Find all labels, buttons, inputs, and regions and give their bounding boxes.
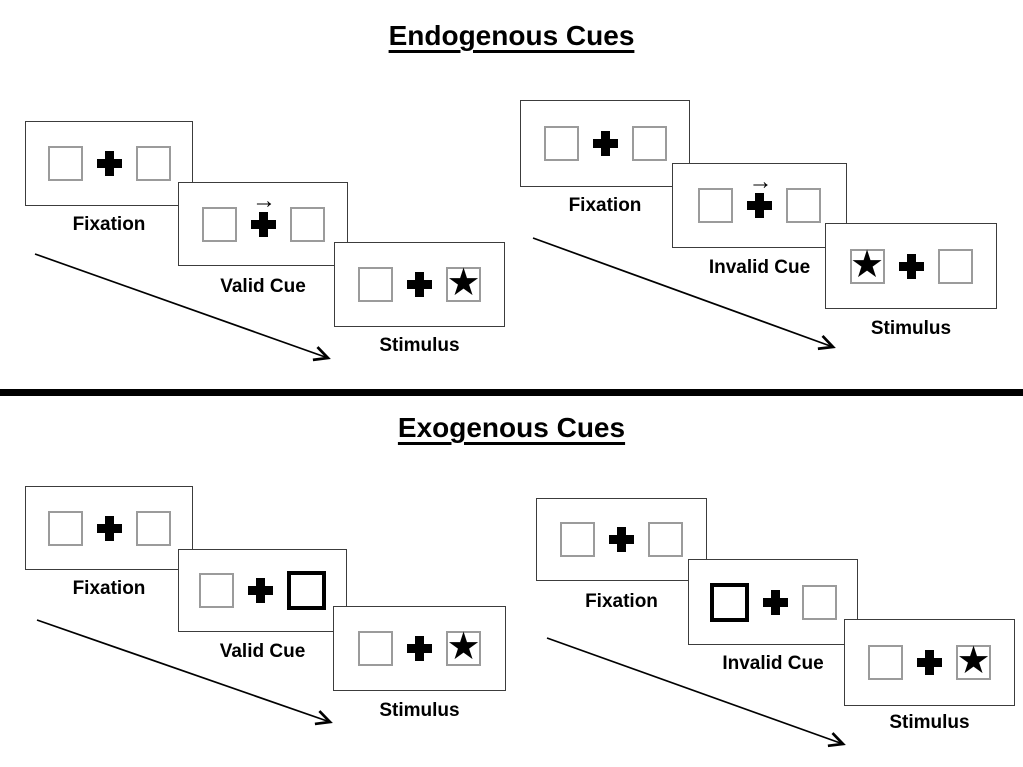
stimulus-panel: ★ (333, 606, 506, 691)
fixation-cross-wrap (248, 578, 273, 603)
placeholder-box-left (358, 267, 393, 302)
fixation-panel (25, 486, 193, 570)
section-title-endogenous: Endogenous Cues (388, 20, 635, 51)
cue-panel (688, 559, 858, 645)
fixation-cross-wrap (917, 650, 942, 675)
stimulus-star-box: ★ (956, 640, 991, 682)
panel-label: Stimulus (870, 318, 952, 339)
stimulus-star-box: ★ (446, 262, 481, 304)
panel-label: Invalid Cue (722, 653, 824, 674)
fixation-cross-icon (248, 578, 273, 603)
fixation-cross-icon (407, 272, 432, 297)
timeline-arrow (34, 253, 331, 362)
placeholder-box-right (135, 146, 171, 181)
placeholder-box-right (135, 510, 171, 546)
placeholder-box-right (786, 188, 821, 223)
cue-panel: → (672, 163, 847, 248)
fixation-panel (536, 498, 707, 581)
placeholder-box-left (47, 510, 83, 546)
cue-arrow-icon: → (251, 186, 276, 214)
cue-panel: → (178, 182, 348, 266)
fixation-cross-icon (592, 131, 618, 156)
fixation-cross-wrap: → (747, 170, 772, 218)
placeholder-box-left (199, 573, 234, 608)
star-icon: ★ (446, 626, 481, 668)
fixation-cross-icon (762, 589, 788, 615)
panel-label: Invalid Cue (708, 257, 811, 278)
panel-label: Stimulus (379, 335, 460, 356)
panel-label: Fixation (568, 195, 642, 216)
panel-label: Fixation (585, 591, 658, 612)
fixation-cross-wrap (96, 151, 122, 176)
panel-label: Valid Cue (219, 641, 306, 662)
fixation-cross-wrap (898, 253, 924, 279)
stimulus-panel: ★ (825, 223, 997, 309)
fixation-cross-wrap: → (250, 188, 276, 237)
star-icon: ★ (849, 243, 885, 286)
placeholder-box-right (289, 206, 325, 242)
placeholder-box-left (543, 126, 579, 161)
fixation-cross-wrap (592, 131, 618, 156)
fixation-cross-wrap (407, 636, 432, 661)
panel-label: Fixation (72, 578, 146, 599)
placeholder-box-left (560, 522, 595, 557)
placeholder-box-left (868, 645, 903, 680)
placeholder-box-right (631, 126, 667, 161)
fixation-cross-icon (96, 515, 122, 541)
placeholder-box-right (801, 584, 837, 620)
placeholder-box-left (47, 146, 83, 181)
timeline-arrow (36, 619, 333, 726)
fixation-cross-wrap (96, 515, 122, 541)
placeholder-box-left (698, 188, 733, 223)
star-icon: ★ (446, 262, 481, 304)
section-divider (0, 389, 1023, 396)
cue-box-highlight (709, 582, 749, 622)
fixation-cross-icon (609, 527, 634, 552)
panel-label: Valid Cue (220, 276, 306, 297)
fixation-cross-icon (96, 151, 122, 176)
timeline-arrow (532, 237, 836, 351)
panel-label: Stimulus (889, 712, 970, 733)
fixation-cross-icon (747, 193, 772, 218)
placeholder-box-left (201, 206, 237, 242)
fixation-cross-icon (917, 650, 942, 675)
placeholder-box-right (937, 248, 973, 284)
fixation-cross-icon (250, 211, 276, 237)
placeholder-box-left (358, 631, 393, 666)
fixation-panel (520, 100, 690, 187)
stimulus-panel: ★ (334, 242, 505, 327)
stimulus-star-box: ★ (849, 243, 885, 286)
fixation-cross-icon (407, 636, 432, 661)
star-icon: ★ (956, 640, 991, 682)
fixation-cross-wrap (407, 272, 432, 297)
panel-label: Fixation (72, 214, 146, 235)
section-title-exogenous: Exogenous Cues (397, 412, 626, 443)
placeholder-box-right (648, 522, 683, 557)
stimulus-star-box: ★ (446, 626, 481, 668)
fixation-cross-icon (898, 253, 924, 279)
fixation-panel (25, 121, 193, 206)
cue-box-highlight (287, 571, 326, 610)
stimulus-panel: ★ (844, 619, 1015, 706)
timeline-arrow (546, 637, 846, 748)
fixation-cross-wrap (609, 527, 634, 552)
cue-arrow-icon: → (748, 168, 773, 195)
cue-panel (178, 549, 347, 632)
fixation-cross-wrap (762, 589, 788, 615)
panel-label: Stimulus (379, 700, 460, 721)
